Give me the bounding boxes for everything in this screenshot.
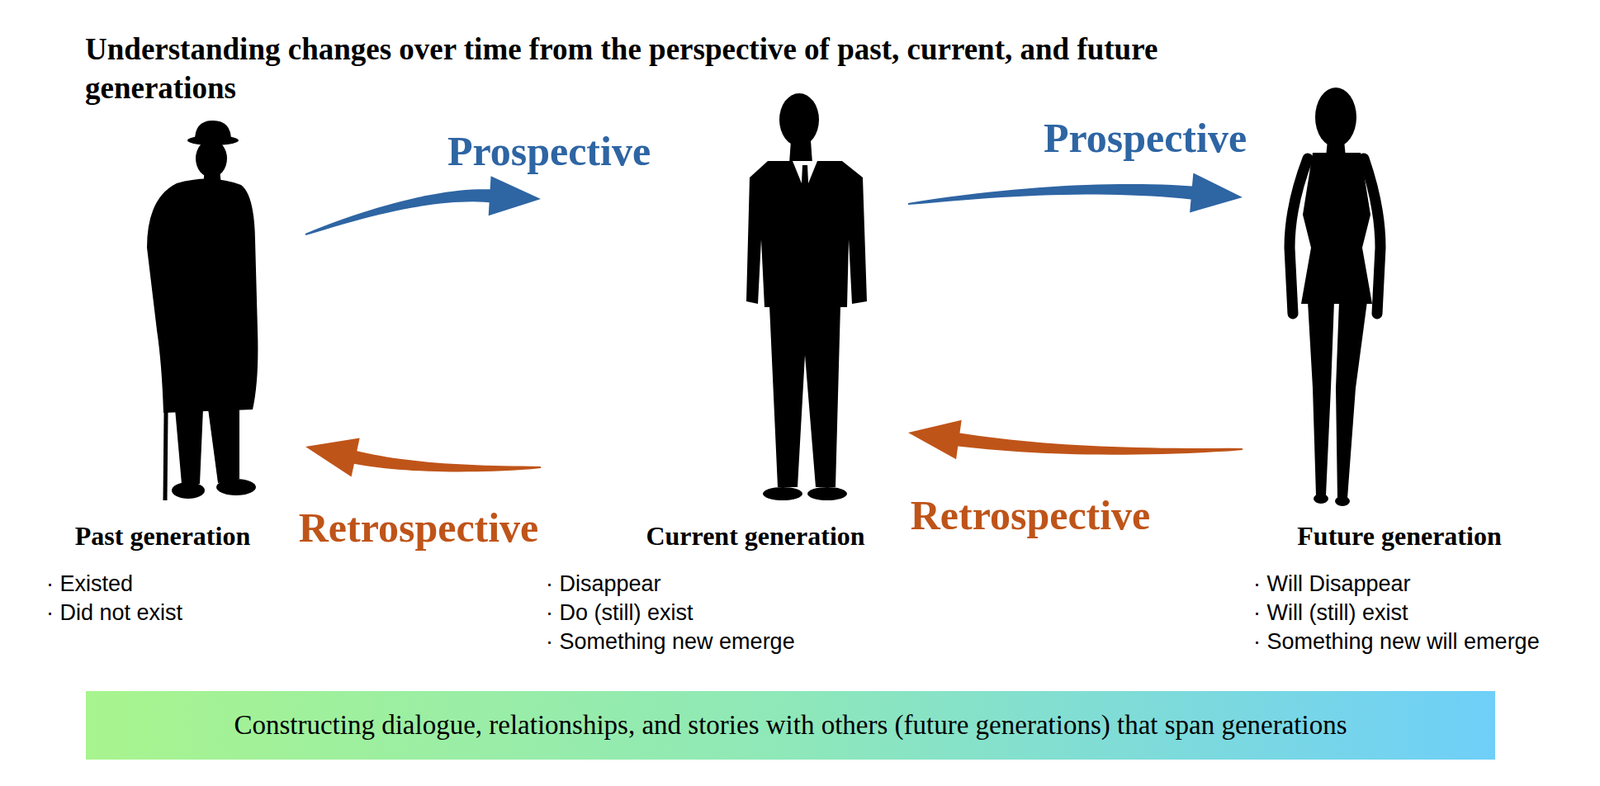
retrospective-arrow xyxy=(305,438,541,478)
generation-heading: Past generation xyxy=(75,520,251,552)
woman-silhouette xyxy=(1289,87,1381,507)
generation-group: Current generation · Disappear· Do (still… xyxy=(540,115,909,657)
generation-group: Past generation · Existed· Did not exist xyxy=(41,115,306,628)
prospective-label: Prospective xyxy=(1043,115,1247,161)
retrospective-label: Retrospective xyxy=(910,492,1151,539)
figure-space xyxy=(1242,115,1594,521)
prospective-label: Prospective xyxy=(447,128,651,175)
bullet-item: · Something new will emerge xyxy=(1242,627,1594,657)
generation-heading: Current generation xyxy=(645,520,865,552)
bullet-item: · Something new emerge xyxy=(540,627,909,657)
bullet-item: · Disappear xyxy=(540,569,909,599)
bullet-item: · Do (still) exist xyxy=(540,598,909,628)
retrospective-arrow xyxy=(908,420,1243,460)
prospective-arrow xyxy=(305,175,541,236)
bullet-item: · Existed xyxy=(41,569,306,599)
man-in-suit-silhouette xyxy=(746,93,867,501)
bullet-item: · Will (still) exist xyxy=(1242,598,1594,628)
generation-heading: Future generation xyxy=(1297,520,1501,552)
generation-group: Future generation · Will Disappear· Will … xyxy=(1242,115,1594,657)
summary-band: Constructing dialogue, relationships, an… xyxy=(85,691,1496,760)
old-man-silhouette xyxy=(146,120,258,501)
bullet-item: · Did not exist xyxy=(41,598,306,628)
diagram-title: Understanding changes over time from the… xyxy=(85,29,1274,109)
retrospective-label: Retrospective xyxy=(298,505,540,551)
figure-space xyxy=(41,115,306,521)
prospective-arrow xyxy=(908,173,1243,214)
band-text: Constructing dialogue, relationships, an… xyxy=(233,709,1347,743)
bullet-item: · Will Disappear xyxy=(1242,569,1594,599)
figure-space xyxy=(540,115,909,521)
